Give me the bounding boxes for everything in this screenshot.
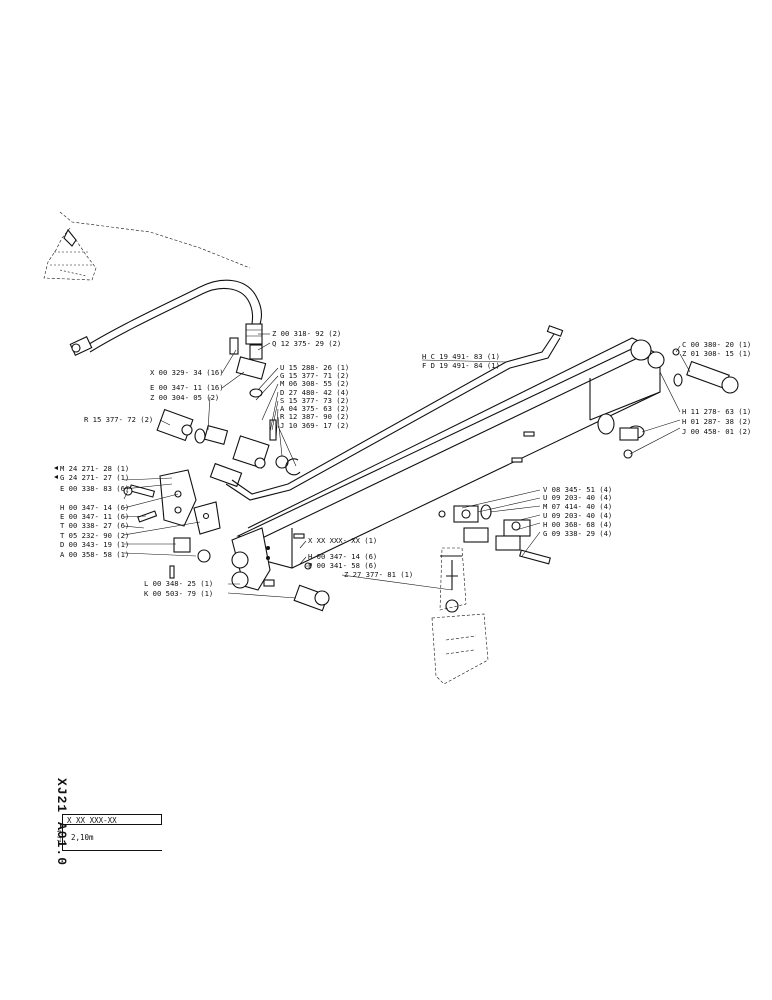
callout-c29: D 00 343- 19 (1) [60, 540, 129, 549]
callout-c13: R 12 387- 90 (2) [280, 412, 349, 421]
drawing-date: 4-77 [55, 829, 61, 843]
machine-reference-outline [43, 211, 251, 281]
callout-c28: T 05 232- 90 (2) [60, 531, 129, 540]
callout-c21: J 00 458- 01 (2) [682, 427, 751, 436]
part-number-box: X XX XXX-XX [62, 814, 162, 825]
callout-c19: H 11 278- 63 (1) [682, 407, 751, 416]
callout-c17: C 00 380- 20 (1) [682, 340, 751, 349]
callout-c23: G 24 271- 27 (1) [60, 473, 129, 482]
lower-link-parts [263, 555, 462, 613]
callout-c30: A 00 358- 58 (1) [60, 550, 129, 559]
callout-c10: D 27 480- 42 (4) [280, 388, 349, 397]
callout-c27: T 00 338- 27 (6) [60, 521, 129, 530]
callout-c8: G 15 377- 71 (2) [280, 371, 349, 380]
marker-arrow-icon [54, 475, 58, 479]
callout-c6: R 15 377- 72 (2) [84, 415, 153, 424]
callout-c26: E 00 347- 11 (6) [60, 512, 129, 521]
callout-c2: Q 12 375- 29 (2) [272, 339, 341, 348]
callout-c9: M 06 308- 55 (2) [280, 379, 349, 388]
callout-c18: Z 01 308- 15 (1) [682, 349, 751, 358]
callout-c14: J 10 369- 17 (2) [280, 421, 349, 430]
callout-c4: E 00 347- 11 (16) [150, 383, 224, 392]
callout-c24: E 00 338- 83 (6) [60, 484, 129, 493]
callout-c1: Z 00 318- 92 (2) [272, 329, 341, 338]
callout-c35: M 07 414- 40 (4) [543, 502, 612, 511]
callout-c5: Z 00 304- 05 (2) [150, 393, 219, 402]
callout-c38: G 09 338- 29 (4) [543, 529, 612, 538]
callout-c39: X XX XXX- XX (1) [308, 536, 377, 545]
boom-tip-pins [619, 348, 739, 459]
boom-arm [231, 337, 665, 591]
hydraulic-pipes [225, 325, 564, 501]
callout-c33: V 08 345- 51 (4) [543, 485, 612, 494]
callout-c36: U 09 203- 40 (4) [543, 511, 612, 520]
callout-c37: H 00 368- 68 (4) [543, 520, 612, 529]
callout-c41: P 00 341- 58 (6) [308, 561, 377, 570]
callout-c32: K 00 503- 79 (1) [144, 589, 213, 598]
callout-c25: H 00 347- 14 (6) [60, 503, 129, 512]
boom-length-label: 2,10m [71, 833, 94, 842]
callout-c20: H 01 287- 38 (2) [682, 417, 751, 426]
bracket-group-left [123, 469, 221, 579]
pipe-clamps [438, 504, 551, 565]
callout-c34: U 09 203- 40 (4) [543, 493, 612, 502]
leader-lines [123, 333, 691, 599]
callout-c7: U 15 288- 26 (1) [280, 363, 349, 372]
hose-fittings-group [156, 337, 301, 488]
bucket-reference-outline [431, 547, 489, 685]
title-block-frame [62, 825, 162, 851]
callout-labels: Z 00 318- 92 (2) Q 12 375- 29 (2) X 00 3… [60, 329, 751, 598]
callout-c11: S 15 377- 73 (2) [280, 396, 349, 405]
callout-c42: Z 27 377- 81 (1) [344, 570, 413, 579]
callout-c31: L 00 348- 25 (1) [144, 579, 213, 588]
callout-c15: H C 19 491- 83 (1) [422, 352, 500, 361]
marker-arrow-icon [54, 466, 58, 470]
callout-c3: X 00 329- 34 (16) [150, 368, 224, 377]
callout-c22: M 24 271- 28 (1) [60, 464, 129, 473]
callout-c12: A 04 375- 63 (2) [280, 404, 349, 413]
callout-c16: F D 19 491- 84 (1) [422, 361, 500, 370]
callout-c40: H 00 347- 14 (6) [308, 552, 377, 561]
